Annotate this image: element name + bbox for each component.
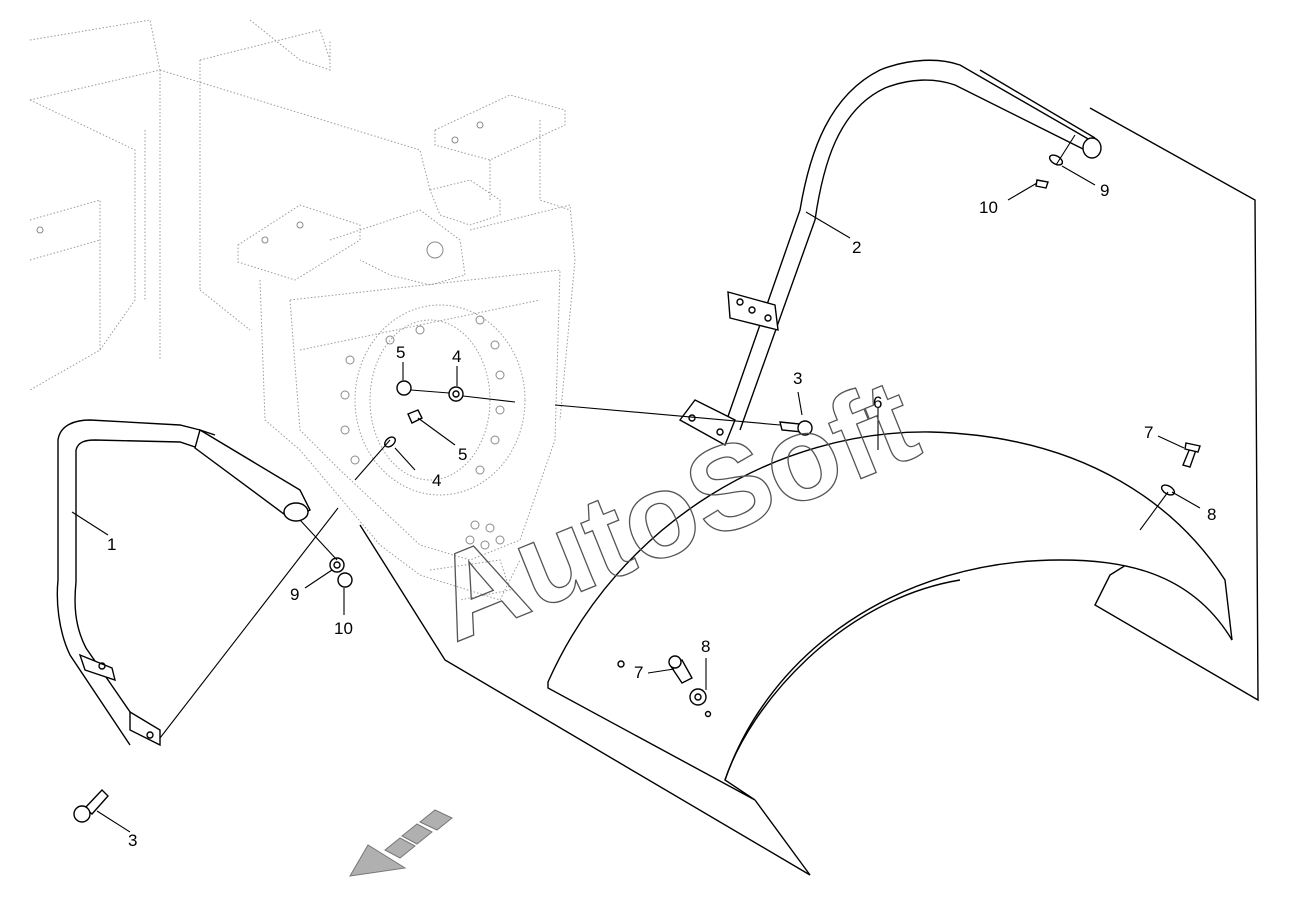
callout-4-lower: 4 [432, 471, 441, 490]
callout-9-right: 9 [1100, 181, 1109, 200]
callout-5-lower: 5 [458, 445, 467, 464]
fasteners [73, 154, 1201, 823]
right-handrail [678, 59, 1102, 446]
callout-10-right: 10 [979, 198, 998, 217]
callout-9-left: 9 [290, 585, 299, 604]
callout-1: 1 [107, 535, 116, 554]
assembly-lines [159, 134, 1169, 739]
callout-10-left: 10 [334, 619, 353, 638]
callout-labels: 1 2 3 3 4 4 5 5 6 7 7 8 8 9 9 10 10 [107, 181, 1216, 850]
callout-2: 2 [852, 238, 861, 257]
callout-3-left: 3 [128, 831, 137, 850]
callout-7-right: 7 [1144, 423, 1153, 442]
callout-7-lower: 7 [634, 663, 643, 682]
fender-panel [359, 107, 1259, 876]
forward-direction-arrow-icon [349, 809, 453, 877]
callout-8-right: 8 [1207, 505, 1216, 524]
left-handrail [56, 419, 311, 747]
callout-8-lower: 8 [701, 637, 710, 656]
tractor-frame-ghost [29, 19, 576, 601]
callout-4-upper: 4 [452, 347, 461, 366]
callout-5-upper: 5 [396, 343, 405, 362]
callout-6: 6 [873, 393, 882, 412]
leader-lines [71, 165, 1201, 833]
callout-3-right: 3 [793, 369, 802, 388]
